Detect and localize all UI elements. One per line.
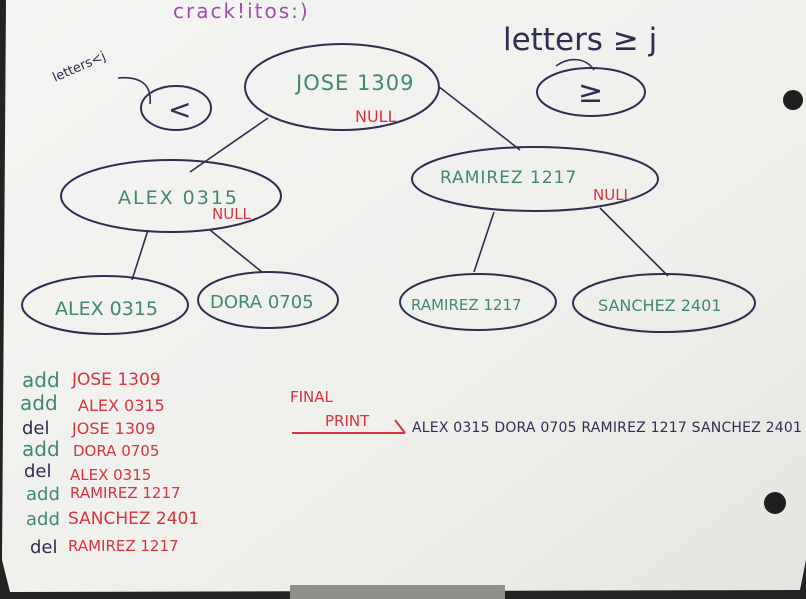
board-tray — [290, 585, 505, 599]
tree-node-right-inner: RAMIREZ 1217 NULL — [411, 146, 659, 212]
leaf-name: SANCHEZ 2401 — [598, 296, 721, 315]
tree-node-root: JOSE 1309 NULL — [244, 43, 440, 131]
op-verb: del — [24, 461, 52, 482]
op-verb: add — [26, 509, 60, 530]
leaf-oval — [572, 273, 756, 333]
edge-right-rr — [599, 207, 669, 277]
leaf-oval — [197, 271, 339, 329]
edge-root-left — [189, 117, 269, 173]
op-arg: ALEX 0315 — [70, 466, 151, 484]
final-label-line2: PRINT — [325, 412, 370, 430]
node-oval — [60, 159, 282, 233]
node-oval — [411, 146, 659, 212]
edge-left-ll — [131, 229, 149, 281]
operation-item: add RAMIREZ 1217 — [26, 484, 181, 505]
op-verb: del — [30, 537, 58, 558]
rule-left-oval — [140, 85, 212, 131]
rule-left-arrow — [117, 76, 151, 105]
op-verb: add — [20, 391, 58, 415]
magnet-top — [783, 90, 803, 110]
edge-root-right — [437, 85, 521, 151]
op-arg: SANCHEZ 2401 — [68, 509, 199, 529]
rule-left-symbol: < — [168, 93, 191, 126]
operation-item: del ALEX 0315 — [24, 461, 151, 484]
node-oval — [244, 43, 440, 131]
final-print: FINAL PRINT ALEX 0315 DORA 0705 RAMIREZ … — [290, 388, 802, 436]
tree-leaf-lr: DORA 0705 — [197, 271, 339, 329]
operations-list: add JOSE 1309 add ALEX 0315 del JOSE 130… — [20, 368, 199, 558]
operation-item: add JOSE 1309 — [22, 368, 161, 392]
leaf-name: DORA 0705 — [210, 292, 314, 313]
node-name: ALEX 0315 — [118, 187, 239, 209]
op-verb: add — [26, 484, 60, 505]
leaf-oval — [399, 273, 557, 331]
tree-node-left-inner: ALEX 0315 NULL — [60, 159, 282, 233]
node-null-tag: NULL — [355, 107, 397, 126]
op-arg: JOSE 1309 — [71, 419, 155, 438]
op-arg: DORA 0705 — [73, 442, 159, 460]
node-null-tag: NULL — [593, 186, 633, 204]
op-verb: add — [22, 368, 60, 392]
leaf-name: ALEX 0315 — [55, 298, 158, 320]
rule-right-oval — [536, 67, 646, 117]
tree-leaf-rr: SANCHEZ 2401 — [572, 273, 756, 333]
leaf-oval — [21, 275, 189, 335]
final-output: ALEX 0315 DORA 0705 RAMIREZ 1217 SANCHEZ… — [412, 420, 802, 436]
op-arg: ALEX 0315 — [78, 396, 165, 415]
final-arrow — [292, 419, 406, 434]
magnet-bottom — [764, 492, 786, 514]
op-arg: JOSE 1309 — [71, 370, 161, 390]
op-arg: RAMIREZ 1217 — [68, 537, 179, 555]
tree-edges — [131, 85, 669, 281]
node-name: JOSE 1309 — [294, 71, 414, 95]
node-name: RAMIREZ 1217 — [440, 168, 577, 188]
edge-right-rl — [473, 211, 495, 273]
operation-item: add ALEX 0315 — [20, 391, 165, 415]
tree-leaf-rl: RAMIREZ 1217 — [399, 273, 557, 331]
operation-item: add DORA 0705 — [22, 437, 159, 461]
operation-item: del RAMIREZ 1217 — [30, 537, 179, 558]
op-arg: RAMIREZ 1217 — [70, 484, 181, 502]
leaf-name: RAMIREZ 1217 — [411, 296, 522, 314]
op-verb: del — [22, 418, 50, 439]
node-null-tag: NULL — [212, 205, 252, 223]
tree-leaf-ll: ALEX 0315 — [21, 275, 189, 335]
rule-right-label: letters ≥ j — [503, 22, 657, 58]
edge-left-lr — [209, 229, 263, 273]
top-note: crack!itos:) — [173, 0, 310, 23]
operation-item: del JOSE 1309 — [22, 418, 155, 439]
op-verb: add — [22, 437, 60, 461]
operation-item: add SANCHEZ 2401 — [26, 509, 199, 530]
rule-right-symbol: ≥ — [578, 75, 603, 110]
final-label-line1: FINAL — [290, 388, 334, 406]
